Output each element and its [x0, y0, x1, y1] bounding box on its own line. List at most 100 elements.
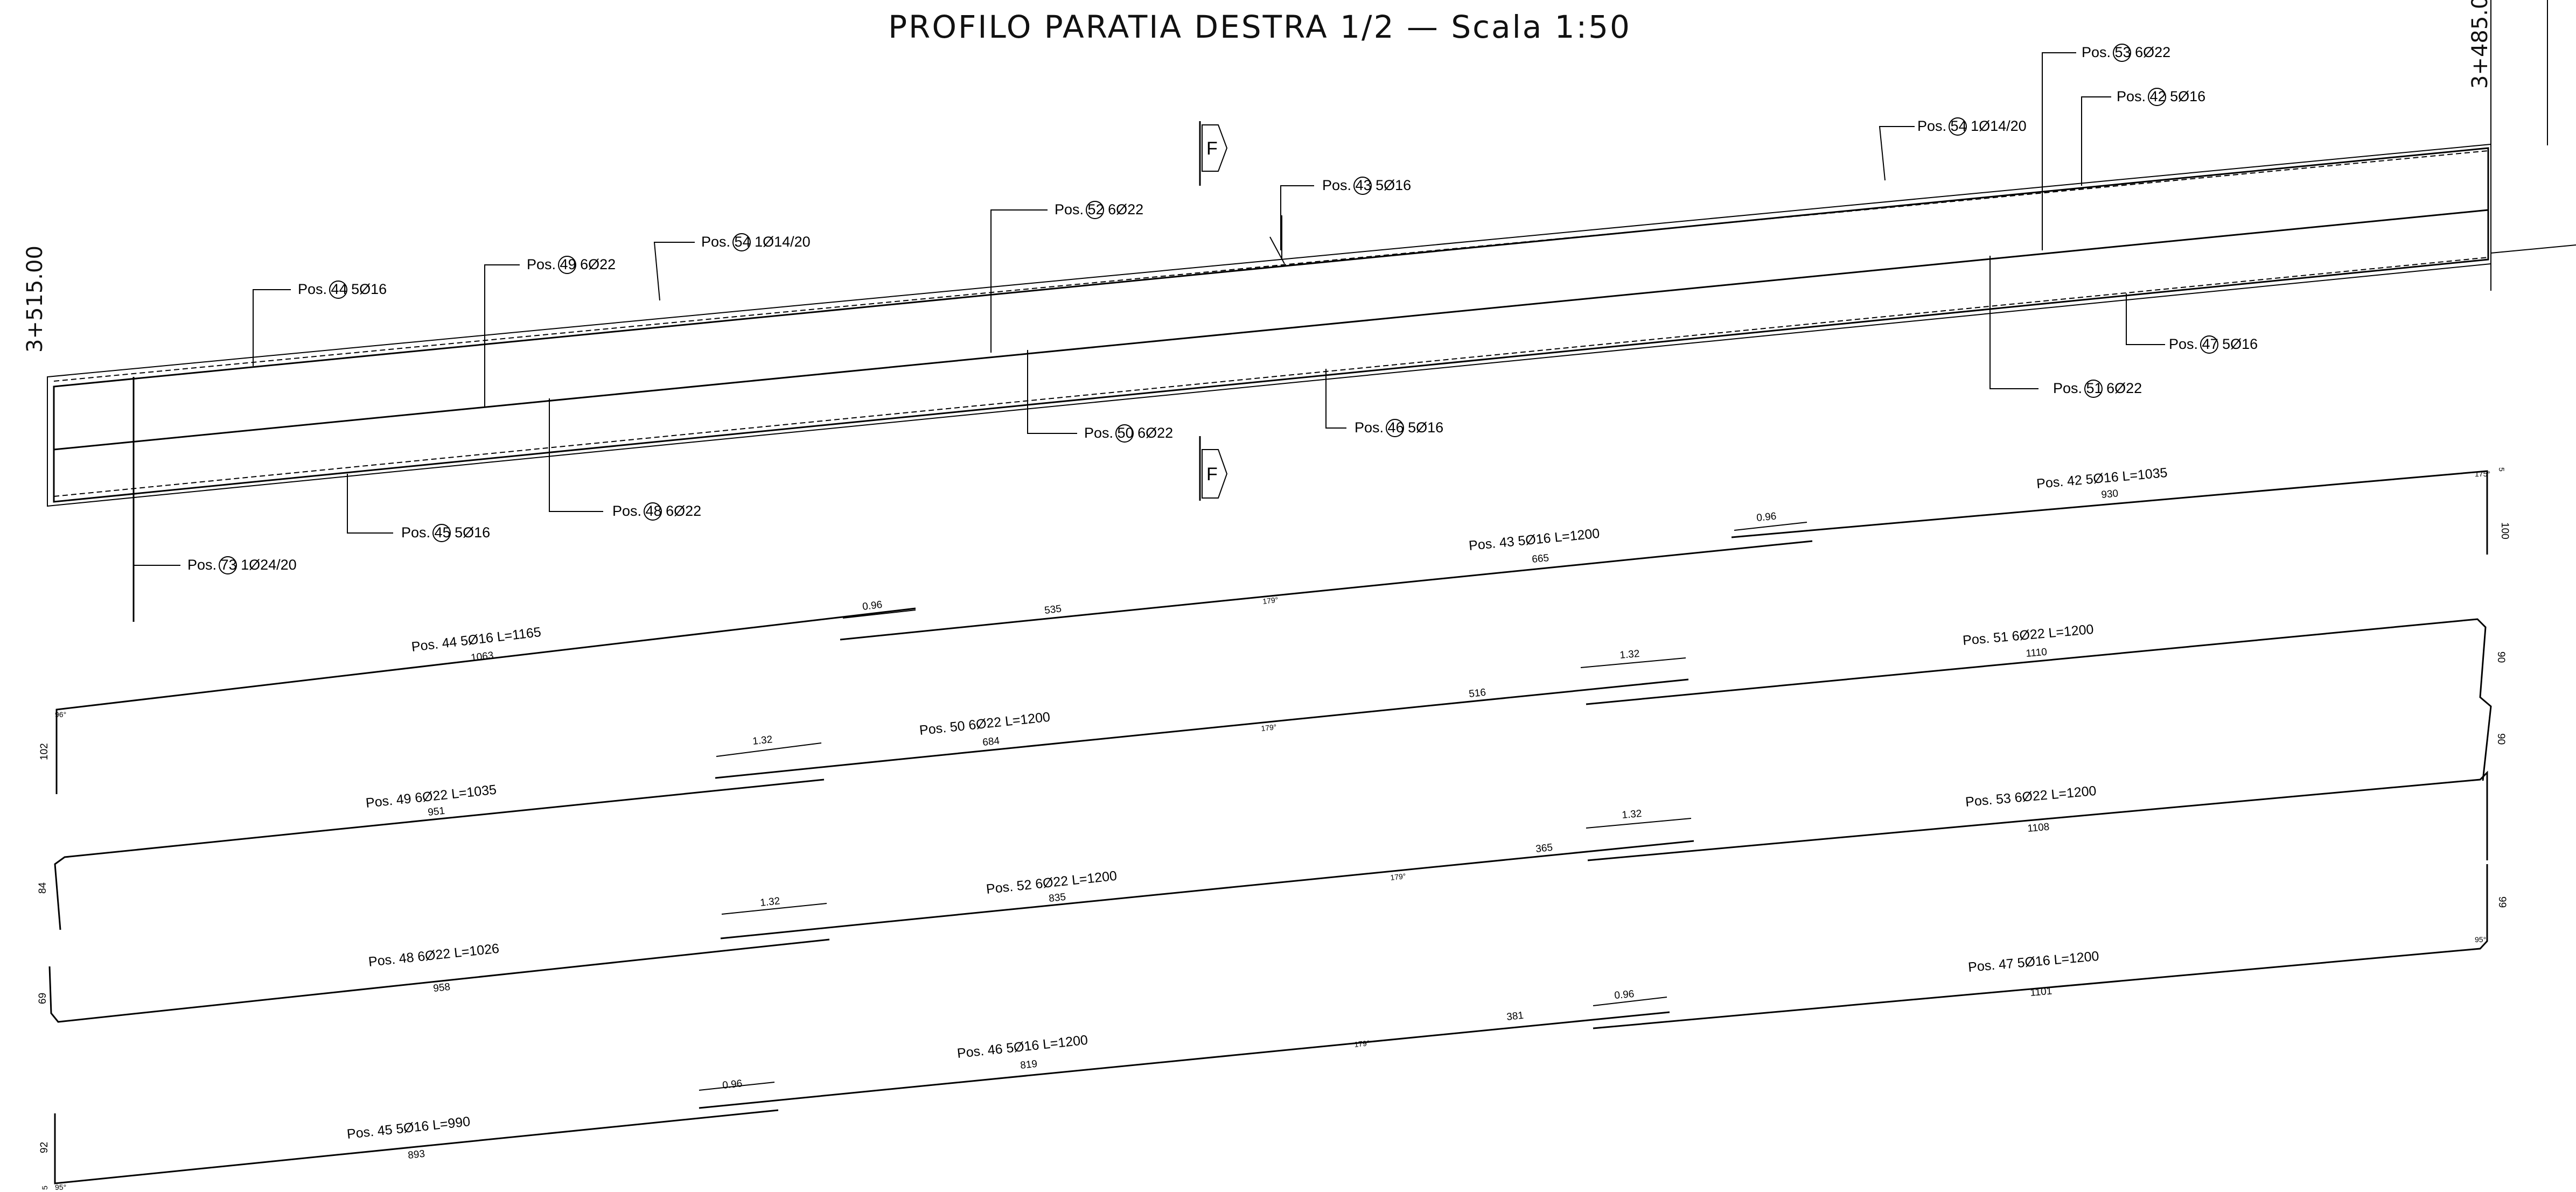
callout-pos-53: Pos. 53 6Ø22	[2082, 44, 2170, 62]
svg-text:Pos. 50 6Ø22: Pos. 50 6Ø22	[1084, 425, 1173, 441]
bar-48-hook: 69	[37, 993, 48, 1004]
bar-48-label: Pos. 48 6Ø22 L=1026	[368, 941, 500, 970]
svg-text:Pos. 48 6Ø22: Pos. 48 6Ø22	[612, 503, 701, 519]
bar-51-hook-bottom: 90	[2495, 733, 2507, 745]
svg-text:Pos. 42 5Ø16: Pos. 42 5Ø16	[2117, 88, 2205, 104]
station-left: 3+515.00	[23, 246, 47, 353]
wall-rebar-cage	[53, 147, 2489, 503]
bar-45-label: Pos. 45 5Ø16 L=990	[346, 1114, 471, 1142]
bar-53-hook-angle: 95°	[2475, 935, 2486, 944]
svg-text:Pos. 44 5Ø16: Pos. 44 5Ø16	[298, 281, 387, 297]
callout-pos-47: Pos. 47 5Ø16	[2169, 335, 2258, 354]
bar-43-len: 665	[1531, 552, 1549, 565]
callout-leaders	[134, 52, 2165, 566]
bar-49-hook: 84	[37, 882, 48, 894]
bar-47-lap: 0.96	[1614, 988, 1635, 1001]
callout-pos-43: Pos. 43 5Ø16	[1322, 177, 1411, 195]
bar-43-label: Pos. 43 5Ø16 L=1200	[1468, 526, 1601, 553]
bar-42-len: 930	[2101, 488, 2119, 501]
section-mark-bottom: F	[1206, 464, 1218, 485]
section-mark-top: F	[1206, 138, 1218, 159]
bar-51-lap: 1.32	[1619, 648, 1640, 661]
callout-pos-44: Pos. 44 5Ø16	[298, 281, 387, 299]
bar-51-len: 1110	[2026, 647, 2048, 660]
wall-elevation	[47, 0, 2576, 622]
callout-pos-49: Pos. 49 6Ø22	[527, 256, 616, 274]
bar-46-len-right: 381	[1506, 1010, 1524, 1023]
bar-42-label: Pos. 42 5Ø16 L=1035	[2036, 465, 2168, 492]
wall-bottom-rebar-line	[53, 257, 2489, 497]
bar-51-label: Pos. 51 6Ø22 L=1200	[1962, 622, 2094, 648]
bar-42-hook-angle: 175°	[2475, 469, 2490, 478]
bar-47-label: Pos. 47 5Ø16 L=1200	[1967, 949, 2099, 975]
bar-row-4: Pos. 45 5Ø16 L=990 893 92 95° 5 0.96 Pos…	[39, 864, 2488, 1191]
bar-53-hook: 99	[2496, 896, 2508, 908]
svg-text:Pos. 46 5Ø16: Pos. 46 5Ø16	[1355, 419, 1443, 436]
svg-text:Pos. 43 5Ø16: Pos. 43 5Ø16	[1322, 177, 1411, 193]
svg-text:Pos. 51 6Ø22: Pos. 51 6Ø22	[2053, 380, 2142, 396]
station-right: 3+485.00	[2468, 0, 2493, 89]
bar-46-angle: 179°	[1354, 1039, 1370, 1049]
callout-pos-51: Pos. 51 6Ø22	[2053, 380, 2142, 398]
bar-45-hook-angle: 95°	[55, 1183, 66, 1191]
svg-text:Pos. 73 1Ø24/20: Pos. 73 1Ø24/20	[187, 557, 297, 573]
bar-53-len: 1108	[2027, 821, 2050, 834]
bar-52-angle: 179°	[1390, 872, 1406, 882]
wall-concrete-outline	[47, 143, 2491, 507]
svg-text:Pos. 52 6Ø22: Pos. 52 6Ø22	[1055, 201, 1143, 218]
bar-46-len: 819	[1020, 1058, 1038, 1071]
bar-50-len: 684	[982, 735, 1000, 748]
callout-pos-48: Pos. 48 6Ø22	[612, 502, 701, 521]
bar-44-len: 1063	[470, 650, 494, 664]
bar-47-len: 1101	[2030, 985, 2053, 998]
bar-53-lap: 1.32	[1622, 808, 1643, 821]
svg-text:Pos. 45 5Ø16: Pos. 45 5Ø16	[401, 524, 490, 541]
bar-49-len: 951	[427, 805, 445, 818]
bar-46-label: Pos. 46 5Ø16 L=1200	[957, 1033, 1089, 1061]
bar-45-hook: 92	[39, 1142, 50, 1153]
svg-text:Pos. 54 1Ø14/20: Pos. 54 1Ø14/20	[1917, 118, 2027, 134]
bar-48-lap: 1.32	[759, 895, 780, 909]
bar-42-lap: 0.96	[1756, 511, 1777, 524]
bar-50-angle: 179°	[1261, 723, 1277, 733]
bar-44-len-right: 535	[1044, 603, 1062, 616]
callout-pos-54-right: Pos. 54 1Ø14/20	[1917, 117, 2027, 136]
svg-text:Pos. 54 1Ø14/20: Pos. 54 1Ø14/20	[701, 234, 811, 250]
svg-text:Pos. 53 6Ø22: Pos. 53 6Ø22	[2082, 44, 2170, 60]
bar-51-hook-top: 90	[2495, 651, 2507, 663]
section-marker-top: F	[1199, 121, 1228, 186]
callout-pos-46: Pos. 46 5Ø16	[1355, 419, 1443, 437]
bar-45-hook-top: 5	[40, 1186, 49, 1190]
bar-50-len-right: 516	[1468, 687, 1486, 700]
drawing-title: PROFILO PARATIA DESTRA 1/2 — Scala 1:50	[888, 9, 1631, 45]
callout-pos-54-left: Pos. 54 1Ø14/20	[701, 233, 811, 251]
bar-48-len: 958	[432, 981, 451, 994]
bar-42-hook: 100	[2499, 522, 2510, 539]
ground-line-right	[2490, 244, 2576, 254]
svg-text:Pos. 47 5Ø16: Pos. 47 5Ø16	[2169, 336, 2258, 352]
section-marker-bottom: F	[1199, 436, 1228, 501]
callout-pos-52: Pos. 52 6Ø22	[1055, 201, 1143, 219]
bar-45-len: 893	[407, 1148, 425, 1161]
bar-52-len: 835	[1048, 892, 1066, 904]
joint-overlap-a	[1269, 236, 1285, 264]
bar-44-lap: 0.96	[862, 599, 883, 613]
bar-42-hook-top: 5	[2497, 467, 2506, 472]
callout-pos-73: Pos. 73 1Ø24/20	[187, 556, 297, 574]
bar-52-len-right: 365	[1535, 842, 1553, 855]
callout-pos-42: Pos. 42 5Ø16	[2117, 88, 2205, 106]
wall-top-rebar-line	[53, 150, 2489, 382]
bar-53-label: Pos. 53 6Ø22 L=1200	[1965, 783, 2097, 810]
bar-44-label: Pos. 44 5Ø16 L=1165	[410, 625, 542, 655]
bar-row-1: Pos. 44 5Ø16 L=1165 1063 0.96 535 179° 1…	[39, 465, 2510, 794]
svg-text:Pos. 49 6Ø22: Pos. 49 6Ø22	[527, 256, 616, 272]
bar-44-angle: 179°	[1262, 595, 1279, 606]
callout-pos-45: Pos. 45 5Ø16	[401, 524, 490, 542]
wall-mid-line	[53, 209, 2489, 451]
bar-49-lap: 1.32	[752, 734, 773, 747]
bar-50-label: Pos. 50 6Ø22 L=1200	[919, 710, 1051, 738]
bar-44-hook-angle: 96°	[55, 710, 66, 719]
bar-row-3: Pos. 48 6Ø22 L=1026 958 69 1.32 Pos. 52 …	[37, 770, 2508, 1023]
callout-pos-50: Pos. 50 6Ø22	[1084, 424, 1173, 443]
